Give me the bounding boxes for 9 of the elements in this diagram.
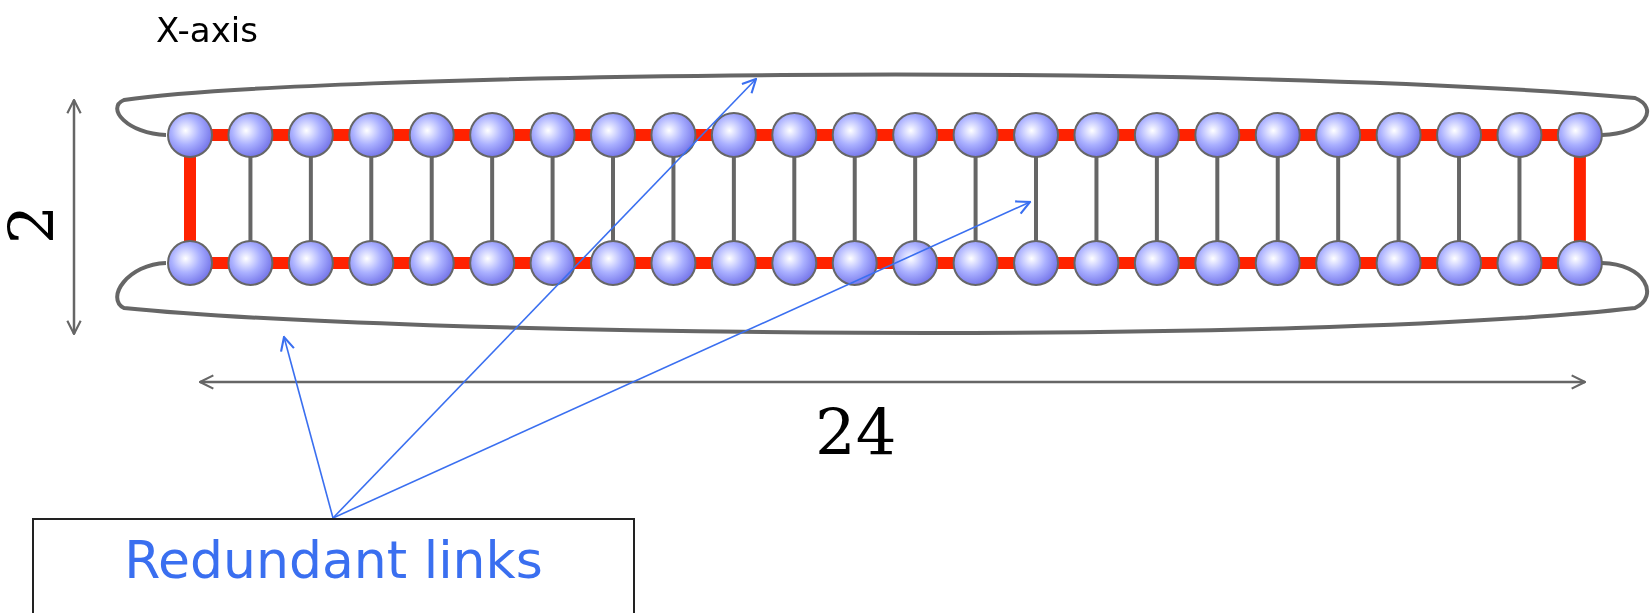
dimension-label: 2	[0, 204, 69, 245]
dimension-label: 24	[815, 396, 897, 470]
outline-loop	[115, 72, 1650, 335]
leader-line	[332, 200, 1032, 519]
callout-text: Redundant links	[124, 530, 543, 590]
leader-line	[332, 77, 758, 519]
axis-label: X-axis	[156, 10, 258, 50]
leader-line	[280, 335, 334, 519]
text-box	[32, 518, 635, 613]
